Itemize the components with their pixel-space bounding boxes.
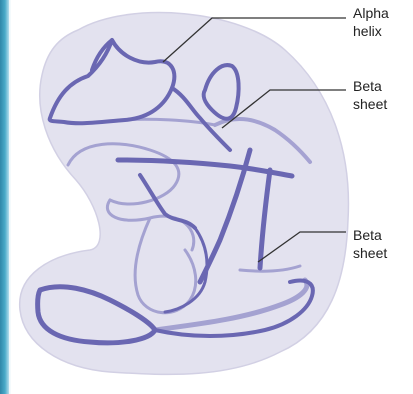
label-beta-sheet-upper-line1: Beta	[353, 77, 387, 95]
label-alpha-helix-line2: helix	[353, 22, 389, 40]
label-alpha-helix: Alpha helix	[353, 4, 389, 40]
protein-globule	[20, 13, 349, 375]
label-beta-sheet-lower: Beta sheet	[353, 226, 387, 262]
label-beta-sheet-lower-line1: Beta	[353, 226, 387, 244]
label-beta-sheet-upper: Beta sheet	[353, 77, 387, 113]
label-beta-sheet-lower-line2: sheet	[353, 244, 387, 262]
label-alpha-helix-line1: Alpha	[353, 4, 389, 22]
label-beta-sheet-upper-line2: sheet	[353, 95, 387, 113]
